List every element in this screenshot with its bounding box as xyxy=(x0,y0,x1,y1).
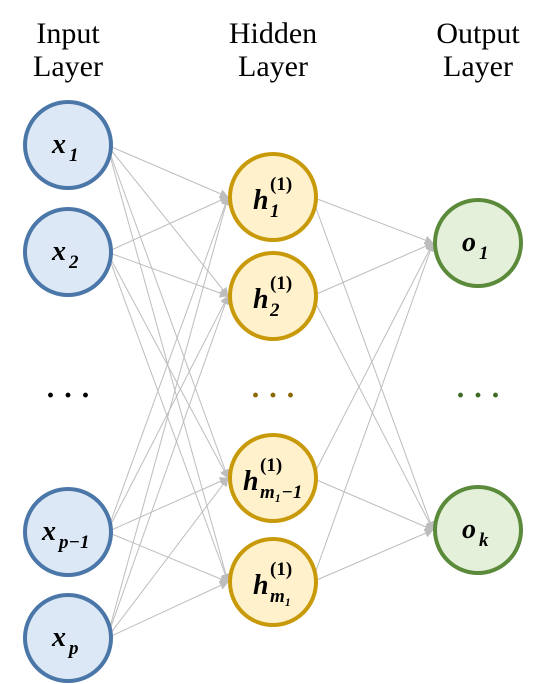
input-layer-title-line1: Input xyxy=(36,17,100,50)
edge-input-3-to-hidden-3 xyxy=(106,477,229,533)
node-label-base: o xyxy=(462,514,476,545)
edge-hidden-4-to-output-1 xyxy=(311,242,435,583)
node-label-base: x xyxy=(51,129,66,160)
hidden-node-circle xyxy=(228,537,318,627)
hidden-node-circle xyxy=(228,152,318,242)
connection-edges xyxy=(106,144,435,639)
node-label-base: x xyxy=(51,236,66,267)
input-layer-title-line2: Layer xyxy=(33,50,103,83)
node-label-base: h xyxy=(253,284,269,315)
node-label-base: h xyxy=(253,570,269,601)
node-label-subscript: m₁−1 xyxy=(260,482,302,503)
node-label-base: h xyxy=(243,466,259,497)
hidden-node-label: h(1) m₁−1 xyxy=(243,455,302,503)
output-layer-title-line1: Output xyxy=(436,17,520,50)
node-label-superscript: (1) xyxy=(270,273,292,294)
edge-input-3-to-hidden-1 xyxy=(106,196,230,533)
edge-hidden-3-to-output-2 xyxy=(311,477,434,531)
node-label-base: x xyxy=(41,516,56,547)
input-node-circle xyxy=(23,207,113,297)
output-node-circle xyxy=(433,198,523,288)
node-label-subscript: p−1 xyxy=(57,532,90,553)
edge-input-2-to-hidden-2 xyxy=(106,251,229,298)
hidden-node-label: h(1) m₁ xyxy=(253,559,292,607)
node-label-subscript: 2 xyxy=(269,300,280,321)
hidden-node-4: h(1) m₁ xyxy=(228,537,318,627)
node-label-superscript: (1) xyxy=(260,455,282,476)
edge-input-4-to-hidden-2 xyxy=(106,295,230,639)
output-node-circle xyxy=(433,485,523,575)
edge-hidden-1-to-output-2 xyxy=(311,196,435,531)
output-ellipsis: · · · xyxy=(455,379,500,412)
input-node-circle xyxy=(23,593,113,683)
hidden-node-2: h(1) 2 xyxy=(228,251,318,341)
input-ellipsis: · · · xyxy=(45,379,90,412)
hidden-node-circle xyxy=(228,251,318,341)
hidden-layer-title-line1: Hidden xyxy=(229,17,317,50)
hidden-node-circle xyxy=(228,433,318,523)
node-label-superscript: (1) xyxy=(270,559,292,580)
node-label-base: x xyxy=(51,622,66,653)
output-layer-title-line2: Layer xyxy=(443,50,513,83)
edge-hidden-2-to-output-1 xyxy=(311,242,434,297)
edge-input-3-to-hidden-2 xyxy=(106,295,229,533)
node-label-superscript: (1) xyxy=(270,174,292,195)
input-node-circle xyxy=(23,100,113,190)
edge-input-2-to-hidden-1 xyxy=(106,196,229,253)
hidden-layer-title-line2: Layer xyxy=(238,50,308,83)
node-label-subscript: 1 xyxy=(479,243,489,264)
node-label-subscript: 1 xyxy=(69,145,79,166)
node-label-subscript: 2 xyxy=(68,252,79,273)
edge-input-4-to-hidden-3 xyxy=(106,477,229,639)
node-label-subscript: p xyxy=(67,638,79,659)
node-label-subscript: m₁ xyxy=(270,586,291,607)
hidden-node-1: h(1) 1 xyxy=(228,152,318,242)
input-node-circle xyxy=(23,487,113,577)
hidden-node-3: h(1) m₁−1 xyxy=(228,433,318,523)
edge-input-1-to-hidden-1 xyxy=(106,144,229,198)
node-label-subscript: 1 xyxy=(270,201,280,222)
hidden-node-label: h(1) 1 xyxy=(253,174,292,222)
edge-input-1-to-hidden-2 xyxy=(106,144,229,297)
node-label-base: o xyxy=(462,227,476,258)
hidden-node-label: h(1) 2 xyxy=(253,273,292,321)
edge-hidden-3-to-output-1 xyxy=(311,242,434,479)
edge-hidden-1-to-output-1 xyxy=(311,196,434,245)
edge-input-1-to-hidden-3 xyxy=(106,144,230,479)
edge-input-4-to-hidden-4 xyxy=(106,581,229,639)
edge-input-3-to-hidden-4 xyxy=(106,531,229,584)
edge-input-4-to-hidden-1 xyxy=(106,196,231,639)
hidden-ellipsis: · · · xyxy=(250,379,295,412)
node-label-subscript: k xyxy=(479,530,489,551)
edge-hidden-4-to-output-2 xyxy=(311,529,434,583)
node-label-base: h xyxy=(253,185,269,216)
